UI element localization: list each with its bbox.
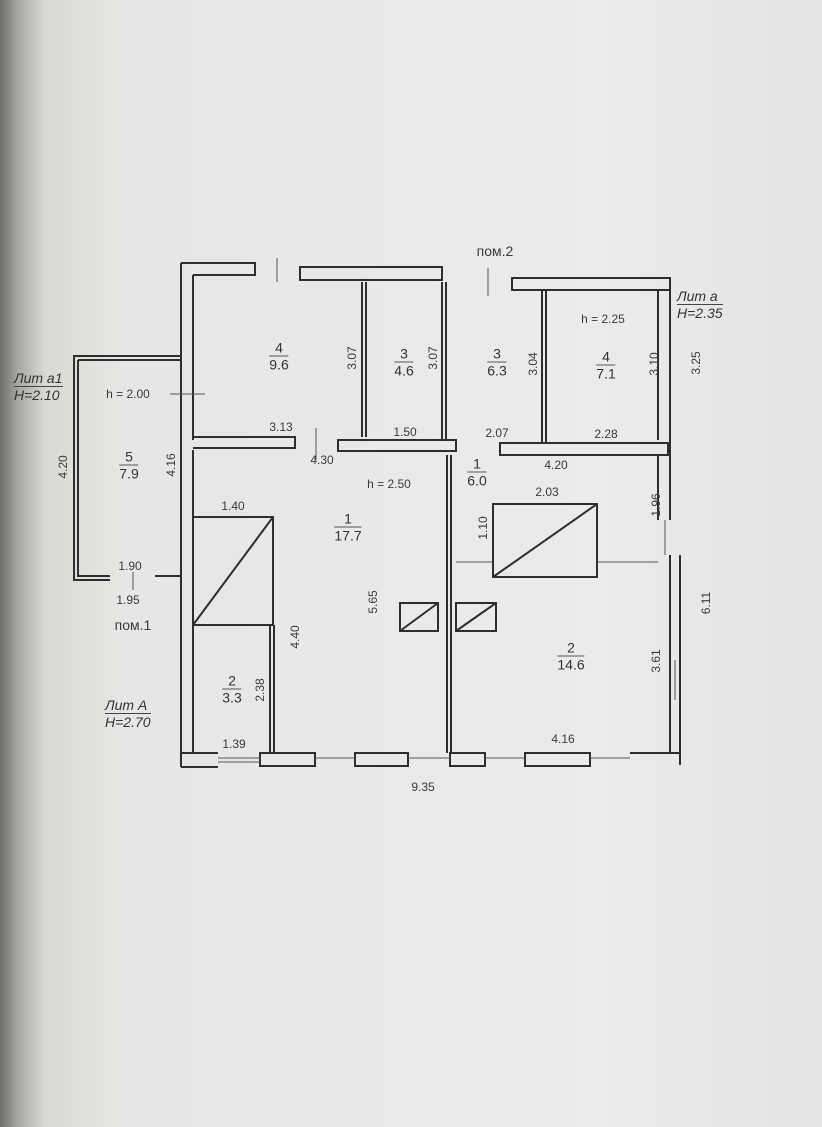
ceiling-height: h = 2.00 bbox=[106, 387, 150, 401]
dimension: 2.07 bbox=[485, 426, 509, 440]
interior-wall-horizontal bbox=[193, 436, 669, 456]
room-number: 3 bbox=[487, 346, 507, 363]
outer-wall-right bbox=[657, 278, 681, 765]
dimension: 4.16 bbox=[551, 732, 575, 746]
porch-walls bbox=[73, 355, 181, 581]
outer-wall-bottom bbox=[181, 752, 680, 768]
lit-name: Лит а bbox=[677, 288, 723, 305]
interior-wall-vertical bbox=[269, 282, 547, 753]
dimension: 1.95 bbox=[116, 593, 140, 607]
room-number: 4 bbox=[596, 349, 616, 366]
label-pom1: пом.1 bbox=[114, 617, 152, 633]
room-area: 6.3 bbox=[487, 362, 507, 379]
room-number: 4 bbox=[269, 340, 289, 357]
room-number: 2 bbox=[222, 673, 242, 690]
dimension: 2.03 bbox=[535, 485, 559, 499]
dimension: 3.07 bbox=[345, 346, 359, 370]
dimension: 2.28 bbox=[594, 427, 618, 441]
dimension: 4.40 bbox=[288, 625, 302, 649]
dimension: 3.13 bbox=[269, 420, 293, 434]
room-area: 17.7 bbox=[334, 527, 362, 544]
dimension: 4.30 bbox=[310, 453, 334, 467]
label-pom2: пом.2 bbox=[476, 243, 514, 259]
chimney-2 bbox=[455, 602, 497, 632]
dimension: 1.96 bbox=[649, 493, 663, 517]
room-number: 5 bbox=[119, 449, 139, 466]
closet bbox=[192, 516, 274, 626]
dimension: 1.40 bbox=[221, 499, 245, 513]
dimension: 1.50 bbox=[393, 425, 417, 439]
room-area: 9.6 bbox=[269, 356, 289, 373]
room-number: 3 bbox=[394, 346, 414, 363]
lit-name: Лит А bbox=[105, 697, 151, 714]
dimension: 4.16 bbox=[164, 453, 178, 477]
room-number: 1 bbox=[334, 511, 362, 528]
ceiling-height: h = 2.50 bbox=[367, 477, 411, 491]
room-number: 1 bbox=[467, 456, 487, 473]
dimension: 3.04 bbox=[526, 352, 540, 376]
ceiling-height: h = 2.25 bbox=[581, 312, 625, 326]
outer-wall-top bbox=[181, 262, 671, 291]
outer-wall-left bbox=[180, 263, 194, 767]
room-area: 7.9 bbox=[119, 465, 139, 482]
lit-height: H=2.35 bbox=[677, 305, 723, 321]
dimension: 5.65 bbox=[366, 590, 380, 614]
lit-name: Лит а1 bbox=[14, 370, 63, 387]
dimension: 1.10 bbox=[476, 516, 490, 540]
dimension: 4.20 bbox=[56, 455, 70, 479]
room-area: 3.3 bbox=[222, 689, 242, 706]
dimension: 1.90 bbox=[118, 559, 142, 573]
room-number: 2 bbox=[557, 640, 585, 657]
dimension: 3.10 bbox=[647, 352, 661, 376]
dimension: 2.38 bbox=[253, 678, 267, 702]
dimension: 3.25 bbox=[689, 351, 703, 375]
dimension: 3.07 bbox=[426, 346, 440, 370]
stove bbox=[492, 503, 598, 578]
room-area: 4.6 bbox=[394, 362, 414, 379]
dimension: 9.35 bbox=[411, 780, 435, 794]
lit-height: H=2.70 bbox=[105, 714, 151, 730]
dimension: 4.20 bbox=[544, 458, 568, 472]
dimension: 1.39 bbox=[222, 737, 246, 751]
dimension: 6.11 bbox=[699, 591, 713, 615]
dimension: 3.61 bbox=[649, 649, 663, 673]
room-area: 14.6 bbox=[557, 656, 585, 673]
chimney-1 bbox=[399, 602, 439, 632]
room-area: 7.1 bbox=[596, 365, 616, 382]
room-area: 6.0 bbox=[467, 472, 487, 489]
lit-height: H=2.10 bbox=[14, 387, 60, 403]
